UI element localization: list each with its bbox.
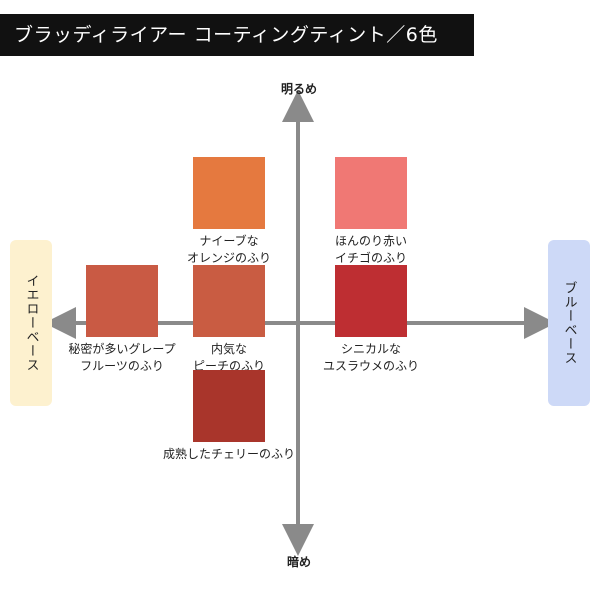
caption-ripe-cherry: 成熟したチェリーのふり bbox=[162, 447, 296, 461]
blue-base-panel: ブルーベース bbox=[548, 240, 590, 406]
yellow-base-panel: イエローベース bbox=[10, 240, 52, 406]
swatch-honnori-red bbox=[335, 157, 407, 229]
caption-honnori-red: ほんのり赤いイチゴのふり bbox=[334, 234, 408, 265]
swatch-secret-grape bbox=[86, 265, 158, 337]
swatch-shy-peach bbox=[193, 265, 265, 337]
swatch-cynical-plum bbox=[335, 265, 407, 337]
swatch-naive-orange bbox=[193, 157, 265, 229]
page-title: ブラッディライアー コーティングティント／6色 bbox=[0, 14, 474, 56]
caption-secret-grape: 秘密が多いグレープフルーツのふり bbox=[68, 342, 176, 373]
axis-label-bottom: 暗め bbox=[287, 555, 312, 569]
axis-label-left: イエローベース bbox=[23, 274, 39, 372]
swatch-ripe-cherry bbox=[193, 370, 265, 442]
caption-cynical-plum: シニカルなユスラウメのふり bbox=[322, 342, 420, 373]
caption-naive-orange: ナイーブなオレンジのふり bbox=[186, 234, 272, 265]
axis-label-top: 明るめ bbox=[281, 82, 318, 96]
axis-label-right: ブルーベース bbox=[561, 281, 577, 365]
caption-shy-peach: 内気なピーチのふり bbox=[192, 342, 266, 373]
